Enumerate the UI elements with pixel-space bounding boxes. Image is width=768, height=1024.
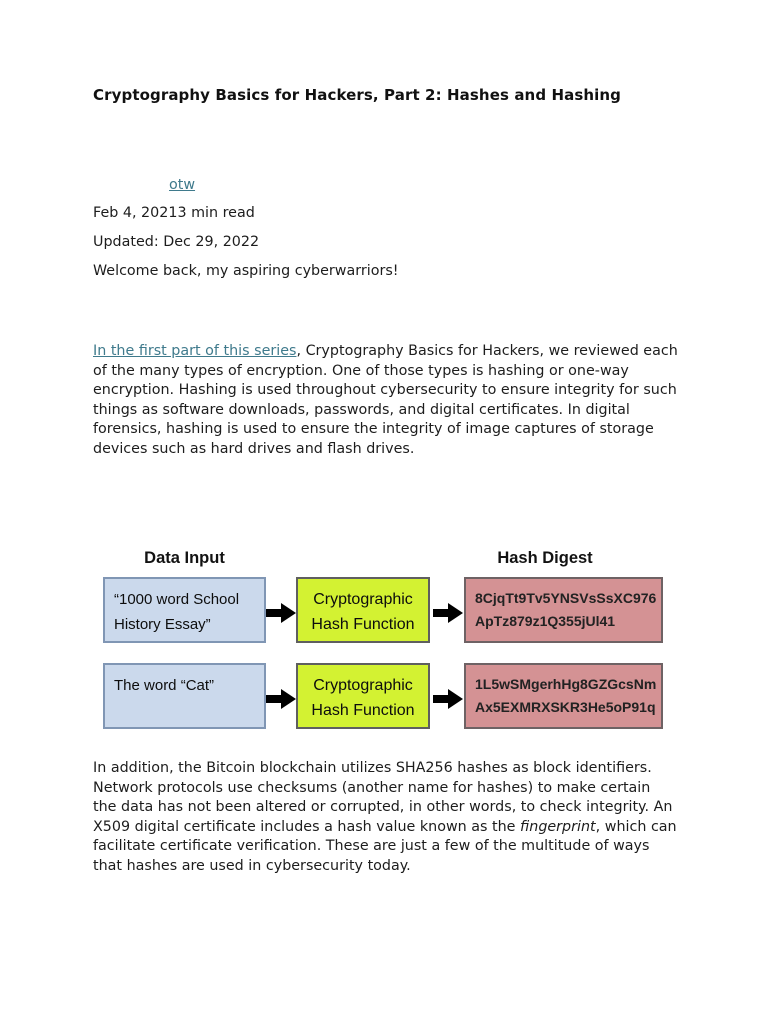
arrow-right-icon <box>266 603 296 623</box>
digest-line: Ax5EXMRXSKR3He5oP91q <box>475 699 656 715</box>
post-date: Feb 4, 2021 <box>93 205 178 221</box>
greeting-text: Welcome back, my aspiring cyberwarriors! <box>93 263 399 279</box>
diagram-hash-function-box: Cryptographic Hash Function <box>296 577 430 643</box>
diagram-input-box: The word “Cat” <box>103 663 266 729</box>
intro-paragraph-text: , Cryptography Basics for Hackers, we re… <box>93 343 678 457</box>
arrow-right-icon <box>266 689 296 709</box>
page-title: Cryptography Basics for Hackers, Part 2:… <box>93 86 622 104</box>
first-part-link[interactable]: In the first part of this series <box>93 343 297 359</box>
digest-line: 1L5wSMgerhHg8GZGcsNm <box>475 676 657 692</box>
digest-line: 8CjqTt9Tv5YNSVsSsXC976 <box>475 590 657 606</box>
body-paragraph: In addition, the Bitcoin blockchain util… <box>93 759 678 876</box>
intro-paragraph: In the first part of this series, Crypto… <box>93 342 678 459</box>
diagram-hash-digest-header: Hash Digest <box>497 549 593 567</box>
arrow-right-icon <box>433 689 463 709</box>
updated-date: Updated: Dec 29, 2022 <box>93 234 260 250</box>
diagram-digest-box: 8CjqTt9Tv5YNSVsSsXC976 ApTz879z1Q355jUl4… <box>464 577 663 643</box>
body-paragraph-text: , which can facilitate certificate verif… <box>93 818 677 874</box>
diagram-digest-box: 1L5wSMgerhHg8GZGcsNm Ax5EXMRXSKR3He5oP91… <box>464 663 663 729</box>
author-link[interactable]: otw <box>169 177 196 193</box>
arrow-right-icon <box>433 603 463 623</box>
diagram-data-input-header: Data Input <box>144 549 225 567</box>
body-paragraph-text: In addition, the Bitcoin blockchain util… <box>93 760 673 835</box>
post-meta-line: Feb 4, 20213 min read <box>93 205 255 221</box>
digest-line: ApTz879z1Q355jUl41 <box>475 613 616 629</box>
read-time: 3 min read <box>177 205 255 221</box>
diagram-input-box: “1000 word School History Essay” <box>103 577 266 643</box>
fingerprint-emphasis: fingerprint <box>520 818 596 835</box>
diagram-hash-function-box: Cryptographic Hash Function <box>296 663 430 729</box>
